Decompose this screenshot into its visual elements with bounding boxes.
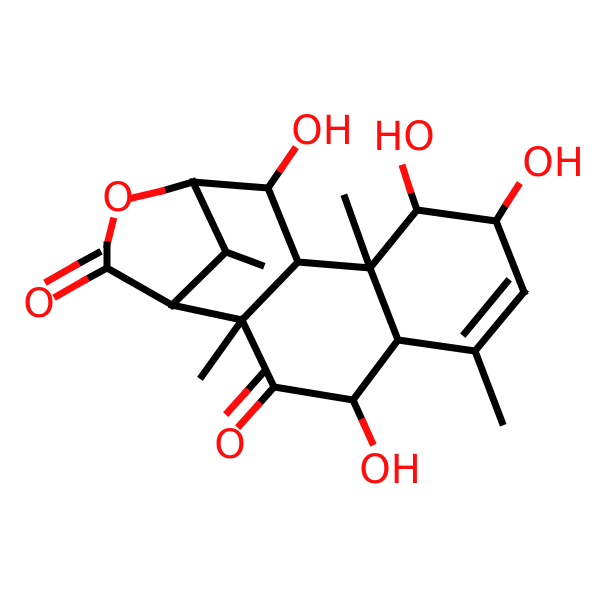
ring-oxygen-label: O (102, 175, 133, 221)
bond (197, 315, 247, 381)
bond (221, 247, 266, 270)
bond (189, 178, 272, 192)
bond (470, 287, 529, 356)
bond (71, 248, 103, 270)
lactone-carbonyl-oxygen-label: O (23, 281, 54, 327)
bond (167, 247, 231, 310)
bond (188, 177, 231, 257)
bond (235, 400, 263, 430)
bond (167, 300, 247, 325)
bond (102, 263, 177, 310)
bond (358, 417, 377, 447)
bond (237, 315, 279, 392)
hydroxyl-label-bottom: OH (359, 447, 421, 493)
bond (340, 193, 375, 273)
bond (491, 198, 512, 226)
bond (491, 216, 529, 297)
bond (241, 369, 267, 397)
bond (52, 275, 90, 301)
bond (348, 335, 403, 405)
bond (276, 145, 299, 174)
bond (43, 260, 81, 286)
carbon-bonds (102, 177, 529, 427)
bond (80, 263, 112, 285)
bond (269, 382, 358, 405)
bond (294, 258, 374, 272)
bond (365, 205, 422, 273)
bond (263, 183, 303, 267)
bond (237, 257, 303, 325)
bond (348, 395, 368, 427)
bond (263, 164, 286, 193)
bond (253, 382, 279, 410)
bond (502, 181, 523, 208)
oxygen-bonds (43, 145, 523, 447)
bond (102, 216, 118, 250)
hydroxyl-label-top-middle: HO (373, 114, 435, 160)
hydroxyl-label-top-left: OH (291, 108, 353, 154)
bond (365, 263, 403, 345)
atom-labels: O O O OH HO OH OH (23, 108, 584, 493)
bond (413, 206, 500, 225)
bond (405, 185, 422, 215)
bond (460, 277, 512, 338)
bond (223, 387, 251, 417)
bond (394, 336, 479, 355)
hydroxyl-label-top-right: OH (522, 140, 584, 186)
ketone-oxygen-label: O (214, 422, 245, 468)
bond (398, 163, 415, 195)
bond (157, 177, 198, 196)
bond (127, 186, 167, 203)
bond (470, 346, 507, 427)
